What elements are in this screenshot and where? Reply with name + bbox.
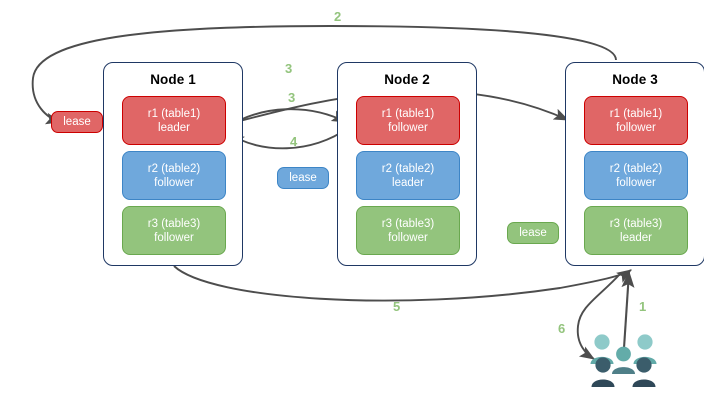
replica-role: follower (154, 231, 194, 244)
node-box-3[interactable]: Node 3 r1 (table1) follower r2 (table2) … (565, 62, 704, 266)
replica-role: follower (616, 121, 656, 134)
replica-name: r1 (table1) (147, 107, 201, 120)
arrow-step-5 (173, 265, 632, 302)
replica-role: leader (392, 176, 424, 189)
replica-role: leader (158, 121, 190, 134)
replica-role: follower (154, 176, 194, 189)
replica-name: r1 (table1) (381, 107, 435, 120)
replica-name: r3 (table3) (147, 217, 201, 230)
replica-role: follower (388, 121, 428, 134)
step-label-4: 4 (290, 134, 298, 149)
step-label-2: 2 (334, 9, 342, 24)
step-label-5: 5 (393, 299, 401, 314)
replica-name: r3 (table3) (609, 217, 663, 230)
lease-box-r2[interactable]: lease (277, 167, 329, 189)
people-group-icon (590, 334, 657, 387)
node-box-2[interactable]: Node 2 r1 (table1) follower r2 (table2) … (337, 62, 477, 266)
replica-r2-node2[interactable]: r2 (table2) leader (356, 151, 460, 200)
replica-r3-node1[interactable]: r3 (table3) follower (122, 206, 226, 255)
replica-role: follower (616, 176, 656, 189)
replica-r1-node3[interactable]: r1 (table1) follower (584, 96, 688, 145)
lease-box-r1[interactable]: lease (51, 111, 103, 133)
replica-name: r2 (table2) (147, 162, 201, 175)
step-label-3-lower: 3 (288, 90, 296, 105)
replica-role: follower (388, 231, 428, 244)
replica-name: r3 (table3) (381, 217, 435, 230)
node-box-1[interactable]: Node 1 r1 (table1) leader r2 (table2) fo… (103, 62, 243, 266)
replica-role: leader (620, 231, 652, 244)
replica-name: r1 (table1) (609, 107, 663, 120)
lease-box-r3[interactable]: lease (507, 222, 559, 244)
step-label-1: 1 (639, 299, 647, 314)
replica-r2-node3[interactable]: r2 (table2) follower (584, 151, 688, 200)
node-title: Node 1 (150, 72, 196, 87)
arrow-step-4 (229, 127, 349, 150)
replica-name: r2 (table2) (381, 162, 435, 175)
step-label-6: 6 (558, 321, 566, 336)
arrow-step-3-lower (225, 108, 348, 129)
replica-name: r2 (table2) (609, 162, 663, 175)
replica-r1-node2[interactable]: r1 (table1) follower (356, 96, 460, 145)
replica-r3-node3[interactable]: r3 (table3) leader (584, 206, 688, 255)
node-title: Node 3 (612, 72, 658, 87)
replica-r1-node1[interactable]: r1 (table1) leader (122, 96, 226, 145)
step-label-3-upper: 3 (285, 61, 293, 76)
node-title: Node 2 (384, 72, 430, 87)
replica-r2-node1[interactable]: r2 (table2) follower (122, 151, 226, 200)
replica-r3-node2[interactable]: r3 (table3) follower (356, 206, 460, 255)
